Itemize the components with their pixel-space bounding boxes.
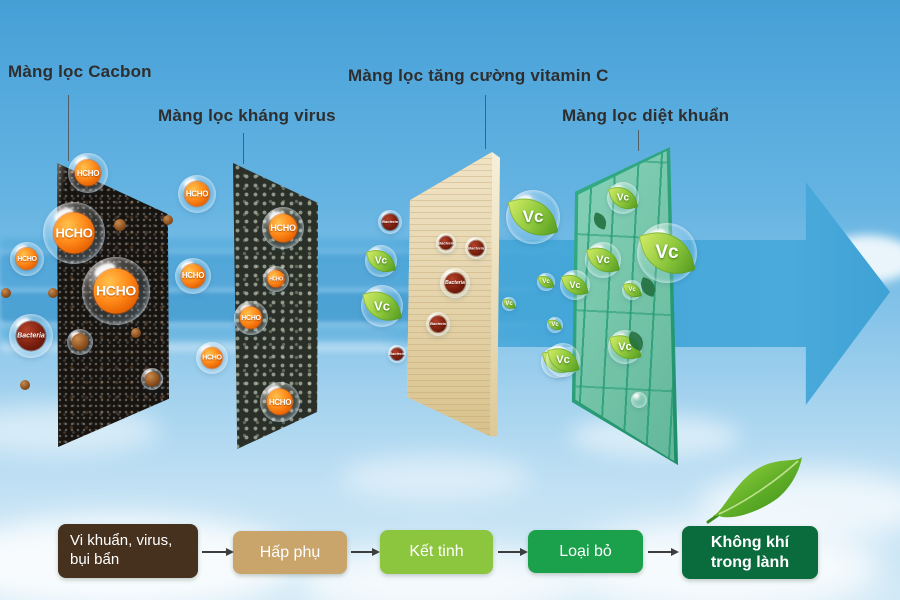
hcho-particle: HCHO	[178, 175, 216, 213]
hcho-molecule: HCHO	[267, 270, 285, 288]
bacteria-cell: Bacteria	[438, 236, 454, 250]
dust-grain	[131, 328, 141, 338]
hcho-molecule: HCHO	[53, 212, 95, 254]
vitamin-c-particle: Vc	[547, 317, 563, 333]
flow-step-label: Không khí	[710, 533, 790, 551]
flow-step-label: Kết tinh	[409, 543, 464, 560]
leaf-fragment	[625, 330, 647, 352]
vitamin-c-particle: Vc	[506, 190, 560, 244]
dust-grain	[1, 288, 11, 298]
dust-grain	[71, 333, 89, 351]
antivirus-filter-label: Màng lọc kháng virus	[158, 106, 336, 125]
bacteria-cell: Bacteria	[430, 316, 446, 332]
vitamin-c-particle: Vc	[502, 297, 516, 311]
hcho-molecule: HCHO	[184, 181, 210, 207]
vitamin-c-particle: Vc	[637, 223, 697, 283]
dust-particle	[141, 368, 163, 390]
hcho-particle: HCHO	[260, 382, 300, 422]
dust-particle	[163, 215, 173, 225]
vitamin-c-filter-panel-edge	[490, 152, 500, 437]
vitamin-c-particle: Vc	[560, 270, 590, 300]
hcho-particle: HCHO	[68, 153, 108, 193]
hcho-particle: HCHO	[262, 207, 304, 249]
flow-arrow-icon	[498, 548, 528, 556]
bacteria-particle: Bacteria	[426, 312, 450, 336]
bacteria-cell: Bacteria	[16, 321, 46, 351]
hcho-particle: HCHO	[82, 257, 150, 325]
flow-arrow-icon	[351, 548, 380, 556]
dust-particle	[20, 380, 30, 390]
bacteria-cell: Bacteria	[468, 240, 484, 256]
hcho-particle: HCHO	[43, 202, 105, 264]
label-connector-line	[638, 130, 639, 151]
hcho-particle: HCHO	[263, 266, 289, 292]
label-connector-line	[485, 95, 486, 149]
dust-particle	[131, 328, 141, 338]
dust-particle	[114, 219, 126, 231]
flow-step-label: Hấp phụ	[259, 543, 321, 561]
dust-particle	[1, 288, 11, 298]
flow-step-label: Vi khuẩn, virus,	[70, 532, 173, 550]
dust-grain	[48, 288, 58, 298]
bacteria-particle: Bacteria	[436, 233, 456, 253]
vitamin-c-particle: Vc	[607, 182, 639, 214]
bacteria-particle: Bacteria	[440, 268, 470, 298]
bacteria-cell: Bacteria	[445, 273, 465, 293]
bacteria-particle: Bacteria	[388, 345, 406, 363]
carbon-filter-label: Màng lọc Cacbon	[8, 62, 152, 81]
flow-arrow-icon	[202, 548, 234, 556]
hcho-molecule: HCHO	[266, 388, 294, 416]
bacteria-particle: Bacteria	[465, 237, 487, 259]
flow-step-5: Không khí trong lành	[682, 526, 818, 579]
hcho-molecule: HCHO	[181, 264, 205, 288]
dust-particle	[67, 329, 93, 355]
bacteria-particle: Bacteria	[378, 210, 402, 234]
hcho-particle: HCHO	[175, 258, 211, 294]
leaf-fragment	[637, 276, 659, 298]
antibacterial-filter-label: Màng lọc diệt khuẩn	[562, 106, 730, 125]
hcho-molecule: HCHO	[239, 306, 263, 330]
hcho-molecule: HCHO	[74, 159, 102, 187]
dust-grain	[163, 215, 173, 225]
bacteria-cell: Bacteria	[389, 348, 405, 360]
leaf-fragment	[591, 212, 609, 230]
vitamin-c-particle: Vc	[546, 343, 580, 377]
empty-bubble	[631, 392, 647, 408]
vitamin-c-particle: Vc	[622, 280, 642, 300]
dust-grain	[114, 219, 126, 231]
hcho-molecule: HCHO	[269, 214, 297, 242]
vitamin-c-particle: Vc	[537, 273, 555, 291]
label-connector-line	[68, 95, 69, 161]
flow-step-label: trong lành	[710, 553, 790, 571]
dust-grain	[20, 380, 30, 390]
hcho-molecule: HCHO	[201, 347, 223, 369]
bacteria-particle: Bacteria	[9, 314, 53, 358]
flow-arrow-icon	[648, 548, 679, 556]
flow-step-1: Vi khuẩn, virus,bụi bẩn	[58, 524, 198, 578]
vitamin-c-particle: Vc	[361, 285, 403, 327]
vitamin-c-particle: Vc	[365, 245, 397, 277]
vitamin-c-filter-label: Màng lọc tăng cường vitamin C	[348, 66, 609, 85]
leaf-icon	[706, 457, 802, 524]
flow-step-label: Loại bỏ	[559, 542, 612, 560]
flow-step-2: Hấp phụ	[233, 531, 347, 574]
flow-step-3: Kết tinh	[380, 530, 493, 574]
leaf-fragment-shape	[591, 212, 609, 230]
flow-step-4: Loại bỏ	[528, 530, 643, 573]
label-connector-line	[243, 133, 244, 164]
vitamin-c-particle: Vc	[585, 242, 621, 278]
flow-step-label: bụi bẩn	[70, 551, 120, 568]
dust-grain	[144, 371, 160, 387]
leaf-fragment-shape	[637, 276, 659, 298]
dust-particle	[48, 288, 58, 298]
hcho-molecule: HCHO	[15, 247, 39, 271]
hcho-particle: HCHO	[10, 242, 44, 276]
hcho-particle: HCHO	[234, 301, 268, 335]
hcho-molecule: HCHO	[93, 268, 139, 314]
leaf-fragment-shape	[625, 330, 647, 352]
hcho-particle: HCHO	[196, 342, 228, 374]
bacteria-cell: Bacteria	[382, 214, 398, 230]
